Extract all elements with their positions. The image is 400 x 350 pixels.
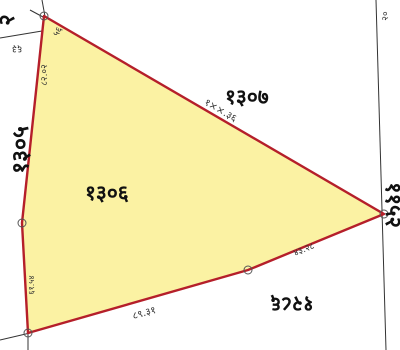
dimension-west-bottom: ६१.५४ <box>27 275 36 294</box>
parcel-label-north-east: १३०७ <box>225 85 269 109</box>
dimension-top-left-edge: ६३ <box>12 43 22 54</box>
parcel-label-top-right-small: २० <box>381 11 391 21</box>
vertex-marker <box>379 209 389 219</box>
vertex-marker <box>243 265 253 275</box>
parcel-label-east: ११५२ <box>380 182 400 228</box>
dimension-south-edge: ८९.३१ <box>131 305 157 322</box>
vertex-marker <box>23 328 33 338</box>
vertex-marker <box>39 11 49 21</box>
top-left-boundary <box>0 29 49 39</box>
parcel-label-top-left: २ <box>0 14 20 25</box>
vertex-marker <box>17 218 27 228</box>
neighbour-boundaries <box>0 0 387 350</box>
parcel-label-south-east: १२८६ <box>270 292 314 316</box>
dimension-west-top: ८२.०२ <box>40 64 50 86</box>
vertex-markers <box>17 11 389 338</box>
bottom-left-boundary <box>0 332 31 341</box>
parcel-label-west: १३०५ <box>8 126 34 174</box>
parcel-label-main: १३०६ <box>85 181 129 205</box>
parcel-1306[interactable] <box>20 14 386 335</box>
east-vertical-boundary <box>375 0 387 350</box>
